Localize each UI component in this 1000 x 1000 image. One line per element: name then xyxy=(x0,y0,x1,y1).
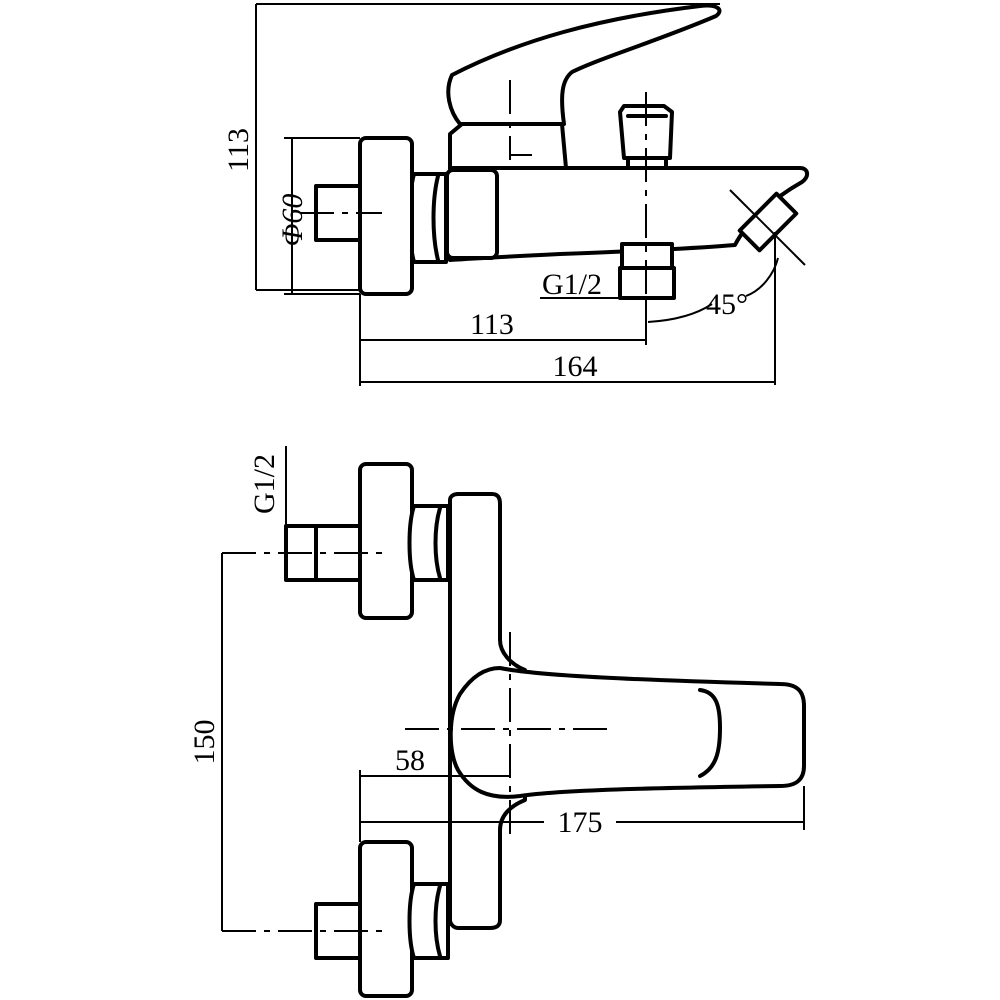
faucet-body xyxy=(448,166,809,262)
cartridge-neck xyxy=(448,122,568,170)
total-depth-label: 164 xyxy=(553,350,598,383)
lever-handle xyxy=(446,3,722,126)
upper-hex-nut-edge xyxy=(433,506,442,580)
hex-nut xyxy=(407,172,448,264)
lower-escutcheon xyxy=(358,840,414,998)
angle-arc xyxy=(745,257,779,297)
side-view: 113 Φ60 G1/2 45° 113 164 xyxy=(222,3,809,386)
diverter-knob xyxy=(618,104,674,160)
body-collar xyxy=(445,168,499,260)
height-dimension-label: 113 xyxy=(222,128,255,172)
lever-handle-top xyxy=(448,666,806,799)
spacing-dimension-label: 150 xyxy=(188,720,221,765)
lower-hex-nut-edge xyxy=(433,884,442,958)
inlet-to-center-label: 113 xyxy=(470,308,514,341)
lower-hex-nut xyxy=(407,882,450,960)
hex-nut-edge xyxy=(431,174,440,262)
wall-to-lever-label: 58 xyxy=(395,744,425,777)
wall-escutcheon xyxy=(358,136,414,296)
diameter-dimension-label: Φ60 xyxy=(276,194,309,247)
total-length-label-mask xyxy=(544,806,616,836)
total-length-label: 175 xyxy=(558,806,603,839)
aerator-axis xyxy=(729,189,806,266)
spout-aerator xyxy=(737,191,799,253)
top-view: G1/2 150 58 175 xyxy=(188,446,806,998)
upper-escutcheon xyxy=(358,462,414,620)
angle-leader xyxy=(647,303,713,323)
top-thread-label: G1/2 xyxy=(248,454,281,514)
upper-hex-nut xyxy=(407,504,450,582)
thread-label: G1/2 xyxy=(542,268,602,301)
angle-label: 45° xyxy=(706,288,748,321)
lever-handle-inner xyxy=(698,688,722,778)
